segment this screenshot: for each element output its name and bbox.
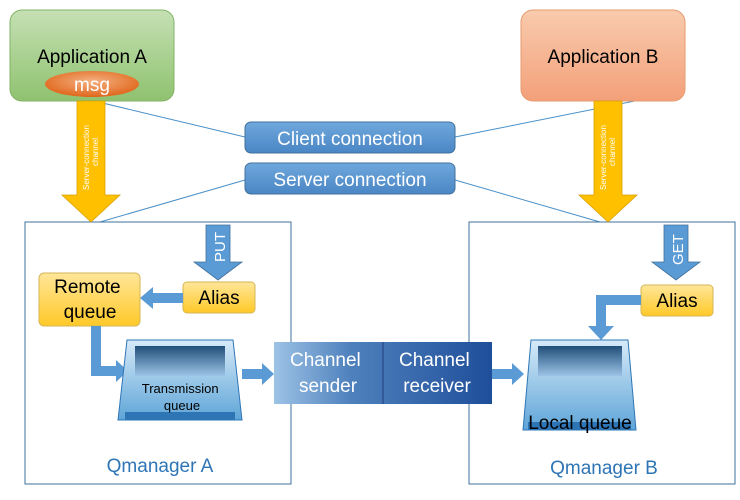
local-queue-icon[interactable] bbox=[522, 339, 637, 431]
msg-label: msg bbox=[74, 75, 110, 96]
transmission-queue-icon[interactable] bbox=[117, 339, 243, 421]
client-connection-label: Client connection bbox=[277, 129, 423, 150]
msg-ellipse[interactable] bbox=[45, 71, 139, 97]
put-arrow: PUT bbox=[192, 224, 244, 281]
remote-queue-box[interactable] bbox=[38, 272, 141, 327]
remote-queue-label: Remote queue bbox=[54, 277, 126, 323]
put-label: PUT bbox=[212, 232, 229, 262]
local-queue-label: Local queue bbox=[528, 413, 632, 434]
get-label: GET bbox=[670, 234, 687, 265]
transmission-queue-label: Transmission queue bbox=[142, 381, 222, 413]
qmanager-a-label: Qmanager A bbox=[107, 456, 214, 477]
alias-b-label: Alias bbox=[656, 291, 697, 312]
channel-sender-label: Channel sender bbox=[290, 350, 366, 397]
server-connection-box[interactable] bbox=[244, 162, 456, 195]
alias-to-remote-arrow bbox=[140, 287, 183, 309]
alias-a-label: Alias bbox=[198, 288, 239, 309]
server-connection-channel-arrow-left: Server-connection channel bbox=[60, 100, 122, 223]
transmission-to-sender-arrow bbox=[242, 363, 274, 385]
application-b-label: Application B bbox=[548, 47, 659, 68]
server-connection-label: Server connection bbox=[273, 170, 426, 191]
application-a-label: Application A bbox=[37, 47, 147, 68]
channel-receiver-label: Channel receiver bbox=[399, 350, 475, 397]
remote-to-transmission-arrow bbox=[91, 326, 128, 382]
connection-lines bbox=[89, 99, 641, 223]
alias-to-local-arrow bbox=[588, 295, 641, 340]
get-arrow: GET bbox=[650, 224, 702, 281]
client-connection-box[interactable] bbox=[244, 121, 456, 154]
server-connection-channel-arrow-right: Server-connection channel bbox=[577, 100, 639, 223]
channel-label-left: Server-connection channel bbox=[82, 123, 100, 190]
receiver-to-local-arrow bbox=[492, 363, 524, 385]
qmanager-b-label: Qmanager B bbox=[550, 458, 658, 479]
channel-label-right: Server-connection channel bbox=[599, 123, 617, 190]
